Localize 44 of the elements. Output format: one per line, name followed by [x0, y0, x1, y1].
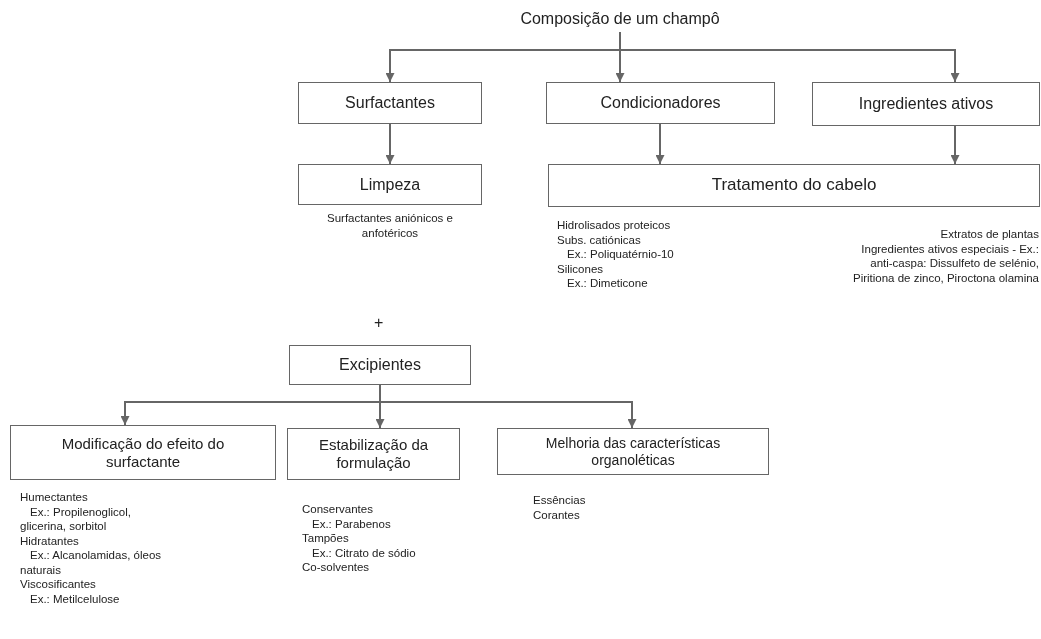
list-item-text: Ex.: Citrato de sódio — [311, 545, 417, 560]
box-label: Melhoria das características organoléticas — [544, 434, 722, 469]
process-box — [812, 82, 1040, 126]
box-label: Limpeza — [359, 174, 421, 195]
list-item-text: Silicones — [557, 261, 605, 276]
plus-sign: + — [374, 314, 384, 332]
list-item-text: Surfactantes aniónicos e anfotéricos — [326, 211, 454, 240]
list-item-text: Viscosificantes — [20, 577, 97, 592]
box-label: Excipientes — [339, 355, 421, 375]
list-item-text: Hidrolisados proteicos — [557, 218, 672, 233]
arrow — [379, 384, 637, 429]
box-label: Condicionadores — [600, 93, 721, 113]
list-item-text: Ex.: Alcanolamidas, óleos naturais — [20, 548, 163, 577]
process-box — [298, 82, 482, 124]
box-label: Surfactantes — [345, 93, 435, 113]
list-item-text: Ex.: Parabenos — [311, 516, 392, 531]
list-item-text: Humectantes — [20, 490, 89, 505]
list-item-text: Hidratantes — [20, 533, 80, 548]
list-item-text: Subs. catiónicas — [557, 232, 642, 247]
process-box — [10, 425, 276, 480]
process-box — [298, 164, 482, 205]
arrow — [655, 123, 665, 165]
list-item-text: Ex.: Propilenoglicol, glicerina, sorbitol — [20, 504, 132, 534]
list-item-text: Ex.: Poliquatérnio-10 — [566, 247, 675, 262]
process-box — [289, 345, 471, 385]
process-box — [548, 164, 1040, 207]
list-item-text: Ex.: Dimeticone — [566, 276, 649, 291]
process-box — [546, 82, 775, 124]
box-label: Estabilização da formulação — [317, 436, 430, 472]
arrow — [950, 125, 960, 165]
process-box — [497, 428, 769, 475]
list-item-text: Co-solventes — [302, 560, 371, 575]
list-item-text: Ingredientes ativos especiais - Ex.: anti-caspa: Dissulfeto de selénio, Piritiona de zinco, Piroctona olamina — [851, 241, 1039, 285]
list-item-text: Conservantes — [302, 502, 374, 517]
box-label: Ingredientes ativos — [858, 94, 994, 114]
list-item-text: Tampões — [302, 531, 350, 546]
box-label: Tratamento do cabelo — [711, 175, 877, 196]
list-item-text: Ex.: Metilcelulose — [29, 591, 121, 606]
box-label: Modificação do efeito do surfactante — [60, 434, 226, 471]
list-item-text: Corantes — [533, 507, 581, 522]
list-item-text: Extratos de plantas — [939, 227, 1039, 242]
list-item-text: Essências — [533, 493, 587, 508]
process-box — [287, 428, 460, 480]
arrow — [385, 123, 395, 165]
